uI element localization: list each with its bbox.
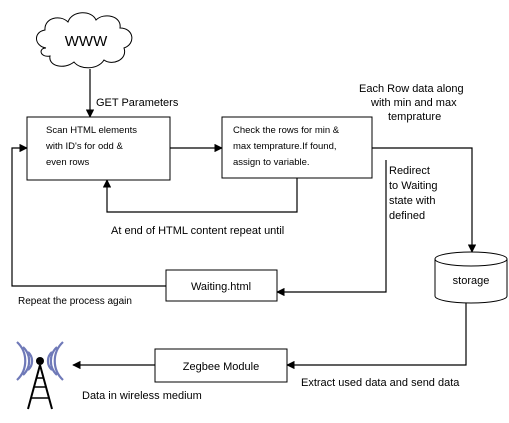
www-cloud-node: WWW — [36, 12, 133, 69]
get-parameters-label: GET Parameters — [96, 97, 179, 109]
storage-label: storage — [453, 275, 490, 287]
each-row-line-2: with min and max — [370, 97, 457, 109]
connectors — [11, 69, 477, 370]
scan-line-1: Scan HTML elements — [46, 125, 137, 136]
database-top — [434, 251, 508, 267]
waiting-html-node: Waiting.html — [165, 269, 278, 302]
check-line-3: assign to variable. — [233, 157, 310, 168]
each-row-line-1: Each Row data along — [359, 83, 464, 95]
cloud-icon — [36, 12, 133, 69]
scan-line-3: even rows — [46, 157, 90, 168]
redirect-line-4: defined — [389, 210, 425, 222]
extract-send-label: Extract used data and send data — [301, 377, 460, 389]
arrow-check-to-storage — [372, 147, 477, 253]
check-rows-node: Check the rows for min & max temprature.… — [221, 116, 373, 179]
waiting-label: Waiting.html — [191, 281, 251, 293]
database-icon — [434, 259, 508, 304]
www-label: WWW — [65, 33, 108, 50]
zegbee-label: Zegbee Module — [183, 361, 259, 373]
edge-labels: GET Parameters Each Row data along with … — [18, 83, 464, 402]
check-rows-box — [221, 116, 373, 179]
check-line-1: Check the rows for min & — [233, 125, 340, 136]
waiting-html-box — [165, 269, 278, 302]
wireless-label: Data in wireless medium — [82, 390, 202, 402]
scan-line-2: with ID's for odd & — [45, 141, 123, 152]
scan-html-node: Scan HTML elements with ID's for odd & e… — [26, 116, 171, 181]
arrow-storage-to-zegbee — [286, 286, 467, 370]
scan-html-box — [26, 116, 171, 181]
repeat-process-label: Repeat the process again — [18, 296, 132, 307]
check-line-2: max temprature.If found, — [233, 141, 337, 152]
end-of-html-label: At end of HTML content repeat until — [111, 225, 284, 237]
arrow-repeat-loop — [102, 178, 298, 213]
radio-tower-icon — [16, 341, 64, 410]
arrow-waiting-to-scan — [11, 143, 166, 287]
redirect-line-2: to Waiting — [389, 180, 438, 192]
redirect-line-3: state with — [389, 195, 435, 207]
arrow-redirect-to-waiting — [276, 160, 387, 297]
zegbee-module-node: Zegbee Module — [154, 348, 288, 383]
each-row-line-3: temprature — [388, 111, 441, 123]
zegbee-module-box — [154, 348, 288, 383]
redirect-line-1: Redirect — [389, 165, 430, 177]
storage-node: storage — [434, 251, 508, 304]
